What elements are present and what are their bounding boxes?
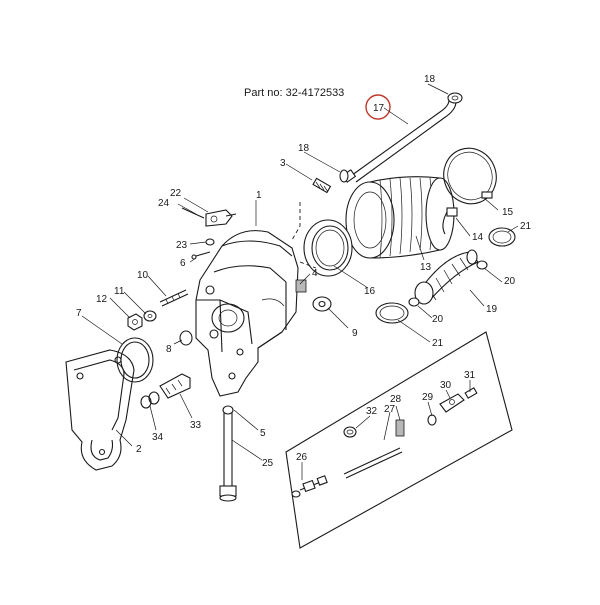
trim-sender-22 xyxy=(205,209,237,227)
callout-16: 16 xyxy=(364,286,376,297)
clamp-20-lower xyxy=(408,297,420,307)
hose-clamp-18-top xyxy=(447,92,463,104)
fitting-33 xyxy=(159,373,191,399)
o-ring-7 xyxy=(116,337,154,383)
washer-11 xyxy=(143,310,157,322)
washer-9 xyxy=(312,296,332,312)
gimbal-housing-1 xyxy=(195,230,299,397)
callout-1: 1 xyxy=(256,190,262,201)
leader-dashed-16 xyxy=(299,261,317,269)
callout-18-top: 18 xyxy=(424,74,436,85)
callout-13: 13 xyxy=(420,262,432,273)
callout-26: 26 xyxy=(296,452,308,463)
callout-31: 31 xyxy=(464,370,476,381)
leader-lines xyxy=(81,83,519,480)
exhaust-bellows-13 xyxy=(345,176,455,259)
callout-32: 32 xyxy=(366,406,378,417)
fitting-31 xyxy=(464,387,478,399)
callout-9: 9 xyxy=(352,328,358,339)
callout-24: 24 xyxy=(158,198,170,209)
callout-11: 11 xyxy=(114,286,125,297)
shift-boot-19 xyxy=(414,249,479,305)
rod-27 xyxy=(343,447,403,479)
callout-12: 12 xyxy=(96,294,108,305)
callout-19: 19 xyxy=(486,304,498,315)
clamp-16 xyxy=(303,219,353,277)
callout-30: 30 xyxy=(440,380,452,391)
hose-fitting-18 xyxy=(339,169,349,183)
shift-shaft-25 xyxy=(219,412,237,502)
callout-27: 27 xyxy=(384,404,396,415)
clamp-21-lower xyxy=(375,302,409,324)
callout-23: 23 xyxy=(176,240,188,251)
hardware-kit-box xyxy=(285,331,513,549)
callout-2: 2 xyxy=(136,444,142,455)
highlight-circle-17 xyxy=(365,94,391,120)
fitting-29 xyxy=(427,414,437,426)
screw-6 xyxy=(191,251,211,260)
washer-32 xyxy=(343,426,357,438)
fitting-26 xyxy=(291,475,328,498)
callout-8: 8 xyxy=(166,344,172,355)
callout-17: 17 xyxy=(373,103,385,114)
callout-18-mid: 18 xyxy=(298,143,310,154)
screw-24 xyxy=(181,207,205,219)
clamp-20-upper xyxy=(476,260,488,270)
fitting-3 xyxy=(312,177,332,194)
gasket-2 xyxy=(65,349,135,471)
clamp-14 xyxy=(442,207,458,235)
callout-6: 6 xyxy=(180,258,186,269)
clamp-15 xyxy=(443,147,497,205)
callout-4: 4 xyxy=(312,268,318,279)
leader-dashed-3 xyxy=(291,202,301,241)
callout-3: 3 xyxy=(280,158,286,169)
fitting-28 xyxy=(395,419,405,437)
callout-15: 15 xyxy=(502,207,514,218)
callout-21-lower: 21 xyxy=(432,338,444,349)
fitting-30 xyxy=(439,393,465,413)
callout-7: 7 xyxy=(76,308,82,319)
part-number-label: Part no: 32-4172533 xyxy=(244,87,344,99)
fitting-5 xyxy=(222,405,234,415)
washer-23 xyxy=(205,238,215,246)
callout-22: 22 xyxy=(170,188,182,199)
clamp-21-right xyxy=(488,227,516,247)
callout-20-right: 20 xyxy=(504,276,516,287)
hose-17 xyxy=(341,95,457,183)
o-rings-34 xyxy=(140,391,160,409)
fitting-4 xyxy=(295,279,307,293)
callout-10: 10 xyxy=(137,270,149,281)
callout-25: 25 xyxy=(262,458,274,469)
stud-10 xyxy=(159,289,189,307)
callout-29: 29 xyxy=(422,392,434,403)
callout-14: 14 xyxy=(472,232,484,243)
callout-28: 28 xyxy=(390,394,402,405)
callout-34: 34 xyxy=(152,432,164,443)
callout-20-lower: 20 xyxy=(432,314,444,325)
callout-33: 33 xyxy=(190,420,202,431)
o-ring-8 xyxy=(179,330,193,346)
nut-12 xyxy=(127,313,143,331)
callout-21-right: 21 xyxy=(520,221,532,232)
callout-labels: 18 17 18 3 1 22 24 23 6 10 11 12 7 8 4 9… xyxy=(76,74,532,469)
callout-5: 5 xyxy=(260,428,266,439)
